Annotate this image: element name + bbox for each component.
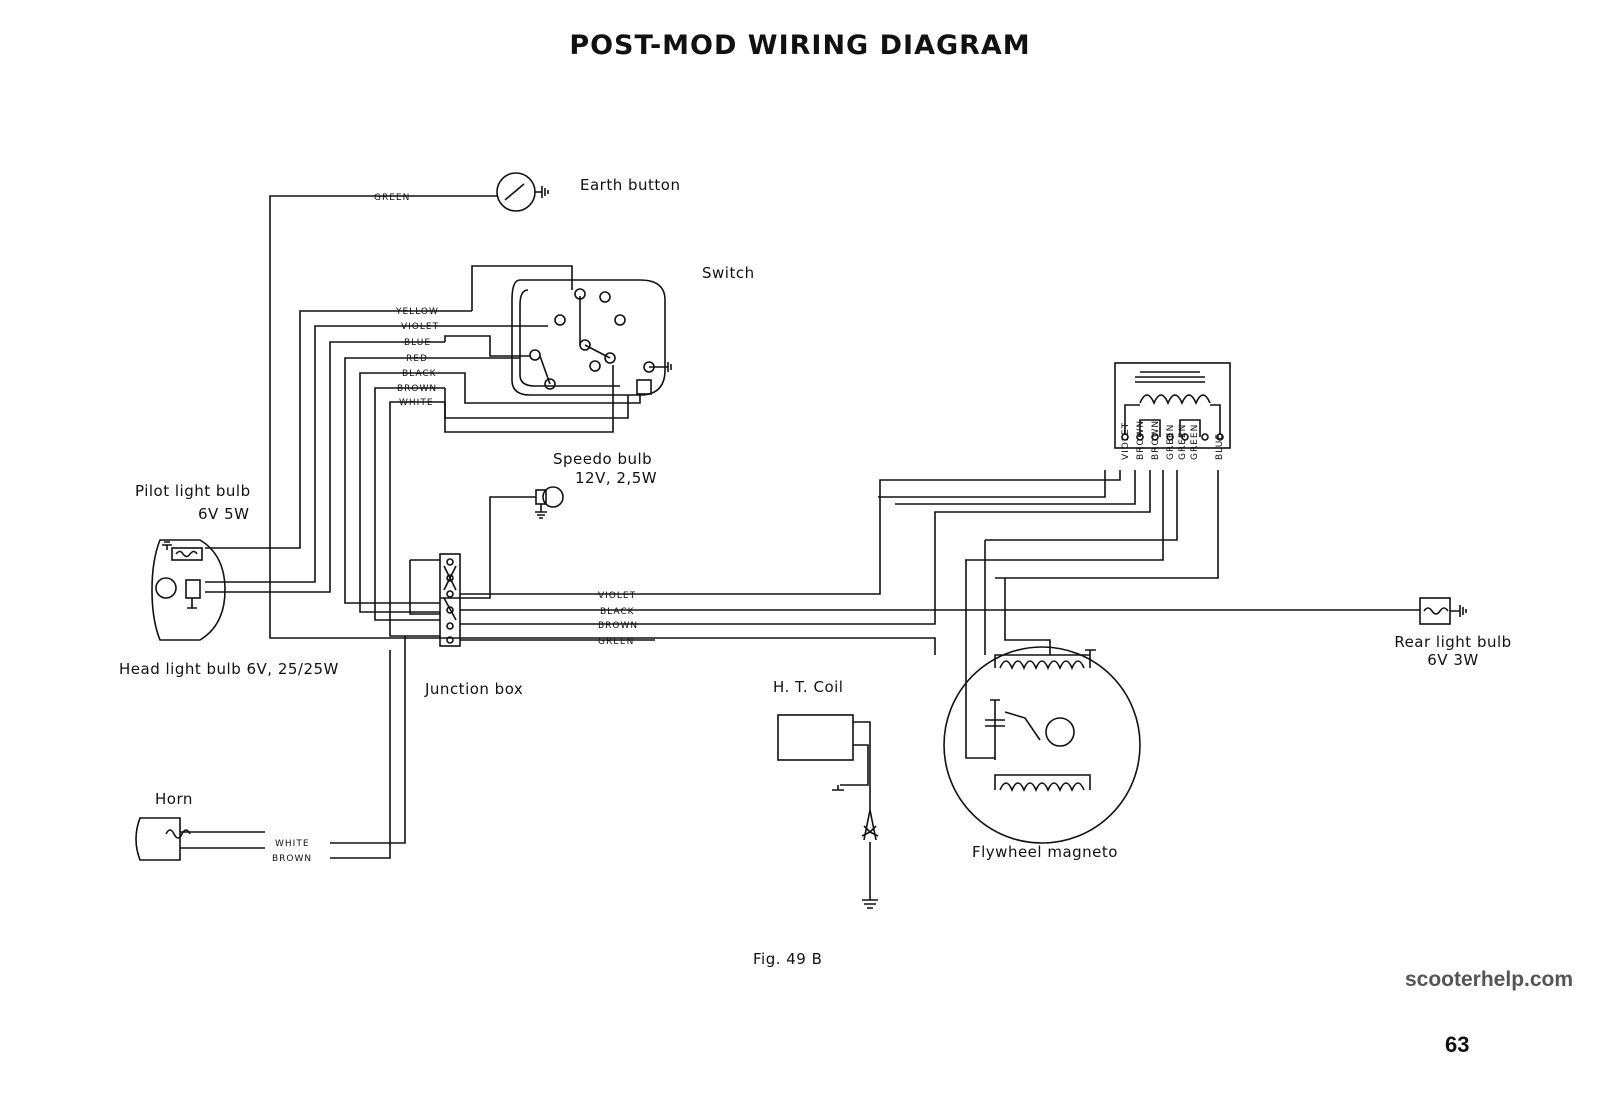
head-light-label: Head light bulb 6V, 25/25W bbox=[119, 660, 339, 678]
earth-button-symbol bbox=[496, 172, 549, 212]
violet-wire bbox=[205, 325, 445, 583]
pilot-light-label: Pilot light bulb bbox=[135, 482, 251, 500]
horn-symbol bbox=[135, 817, 181, 861]
violet-harness-2 bbox=[878, 470, 1106, 498]
vertical-label-green-2: GREEN bbox=[1178, 424, 1188, 460]
wire-label-brown-main: BROWN bbox=[598, 621, 638, 631]
wire-label-green-top: GREEN bbox=[374, 193, 410, 203]
magneto-label: Flywheel magneto bbox=[972, 843, 1118, 861]
figure-caption: Fig. 49 B bbox=[753, 950, 823, 968]
junction-box-label: Junction box bbox=[425, 680, 524, 698]
vertical-label-green-1: GREEN bbox=[1166, 424, 1176, 460]
vertical-label-brown-1: BROWN bbox=[1136, 420, 1146, 460]
page-number: 63 bbox=[1445, 1032, 1470, 1057]
wire-label-yellow: YELLOW bbox=[395, 307, 439, 317]
wire-label-brown: BROWN bbox=[397, 384, 437, 394]
green-wire bbox=[269, 195, 655, 639]
violet-harness bbox=[460, 470, 1121, 595]
wire-label-violet: VIOLET bbox=[401, 322, 439, 332]
vertical-label-blue: BLUE bbox=[1215, 433, 1225, 460]
wire-label-blue: BLUE bbox=[404, 338, 431, 348]
wire-label-violet-main: VIOLET bbox=[598, 591, 636, 601]
white-wire-switch bbox=[444, 365, 614, 433]
ht-coil-symbol bbox=[777, 714, 879, 909]
rear-light-label: Rear light bulb bbox=[1394, 633, 1512, 651]
junction-box-symbol bbox=[409, 553, 461, 647]
speedo-bulb-symbol bbox=[440, 486, 564, 599]
ht-coil-label: H. T. Coil bbox=[773, 678, 844, 696]
rear-light-rating: 6V 3W bbox=[1427, 651, 1479, 669]
horn-wire-label-white: WHITE bbox=[275, 839, 310, 849]
speedo-bulb-rating: 12V, 2,5W bbox=[575, 469, 658, 487]
brown-wire bbox=[374, 387, 445, 621]
brown-harness bbox=[460, 470, 1151, 625]
horn-label: Horn bbox=[155, 790, 193, 808]
brown-harness-2 bbox=[895, 470, 1136, 505]
blue-harness bbox=[995, 470, 1219, 579]
yellow-wire bbox=[205, 310, 472, 549]
white-wire bbox=[389, 401, 445, 637]
pilot-light-rating: 6V 5W bbox=[198, 505, 250, 523]
black-wire bbox=[359, 372, 445, 613]
regulator-wire-labels: VIOLET BROWN BROWN GREEN GREEN GREEN BLU… bbox=[1121, 420, 1225, 460]
green-harness bbox=[460, 637, 936, 655]
vertical-label-brown-2: BROWN bbox=[1151, 420, 1161, 460]
green-harness-3 bbox=[985, 470, 1178, 541]
wire-label-black-main: BLACK bbox=[600, 607, 635, 617]
vertical-label-violet: VIOLET bbox=[1121, 422, 1131, 460]
horn-brown-wire bbox=[180, 650, 391, 859]
horn-coil bbox=[165, 829, 191, 839]
blue-wire-switch bbox=[444, 335, 530, 357]
horn-white-wire bbox=[180, 636, 406, 844]
wire-label-white: WHITE bbox=[399, 398, 434, 408]
page-title: POST-MOD WIRING DIAGRAM bbox=[569, 30, 1031, 61]
headlight-symbol bbox=[151, 539, 226, 641]
regulator-box-symbol bbox=[1114, 362, 1231, 449]
wire-label-red: RED bbox=[406, 354, 428, 364]
earth-button-label: Earth button bbox=[580, 176, 681, 194]
yellow-wire-switch bbox=[471, 265, 573, 311]
wire-label-black: BLACK bbox=[402, 369, 437, 379]
horn-wire-label-brown: BROWN bbox=[272, 854, 312, 864]
magneto-symbol bbox=[943, 540, 1141, 844]
black-wire-switch bbox=[445, 372, 641, 404]
red-wire bbox=[344, 357, 440, 604]
blue-wire bbox=[205, 341, 445, 593]
switch-label: Switch bbox=[702, 264, 755, 282]
rear-light-symbol bbox=[1419, 597, 1467, 625]
watermark: scooterhelp.com bbox=[1405, 968, 1574, 991]
green-harness-2 bbox=[965, 470, 1164, 561]
wire-label-green-main: GREEN bbox=[598, 637, 634, 647]
vertical-label-green-3: GREEN bbox=[1190, 424, 1200, 460]
speedo-bulb-label: Speedo bulb bbox=[553, 450, 653, 468]
